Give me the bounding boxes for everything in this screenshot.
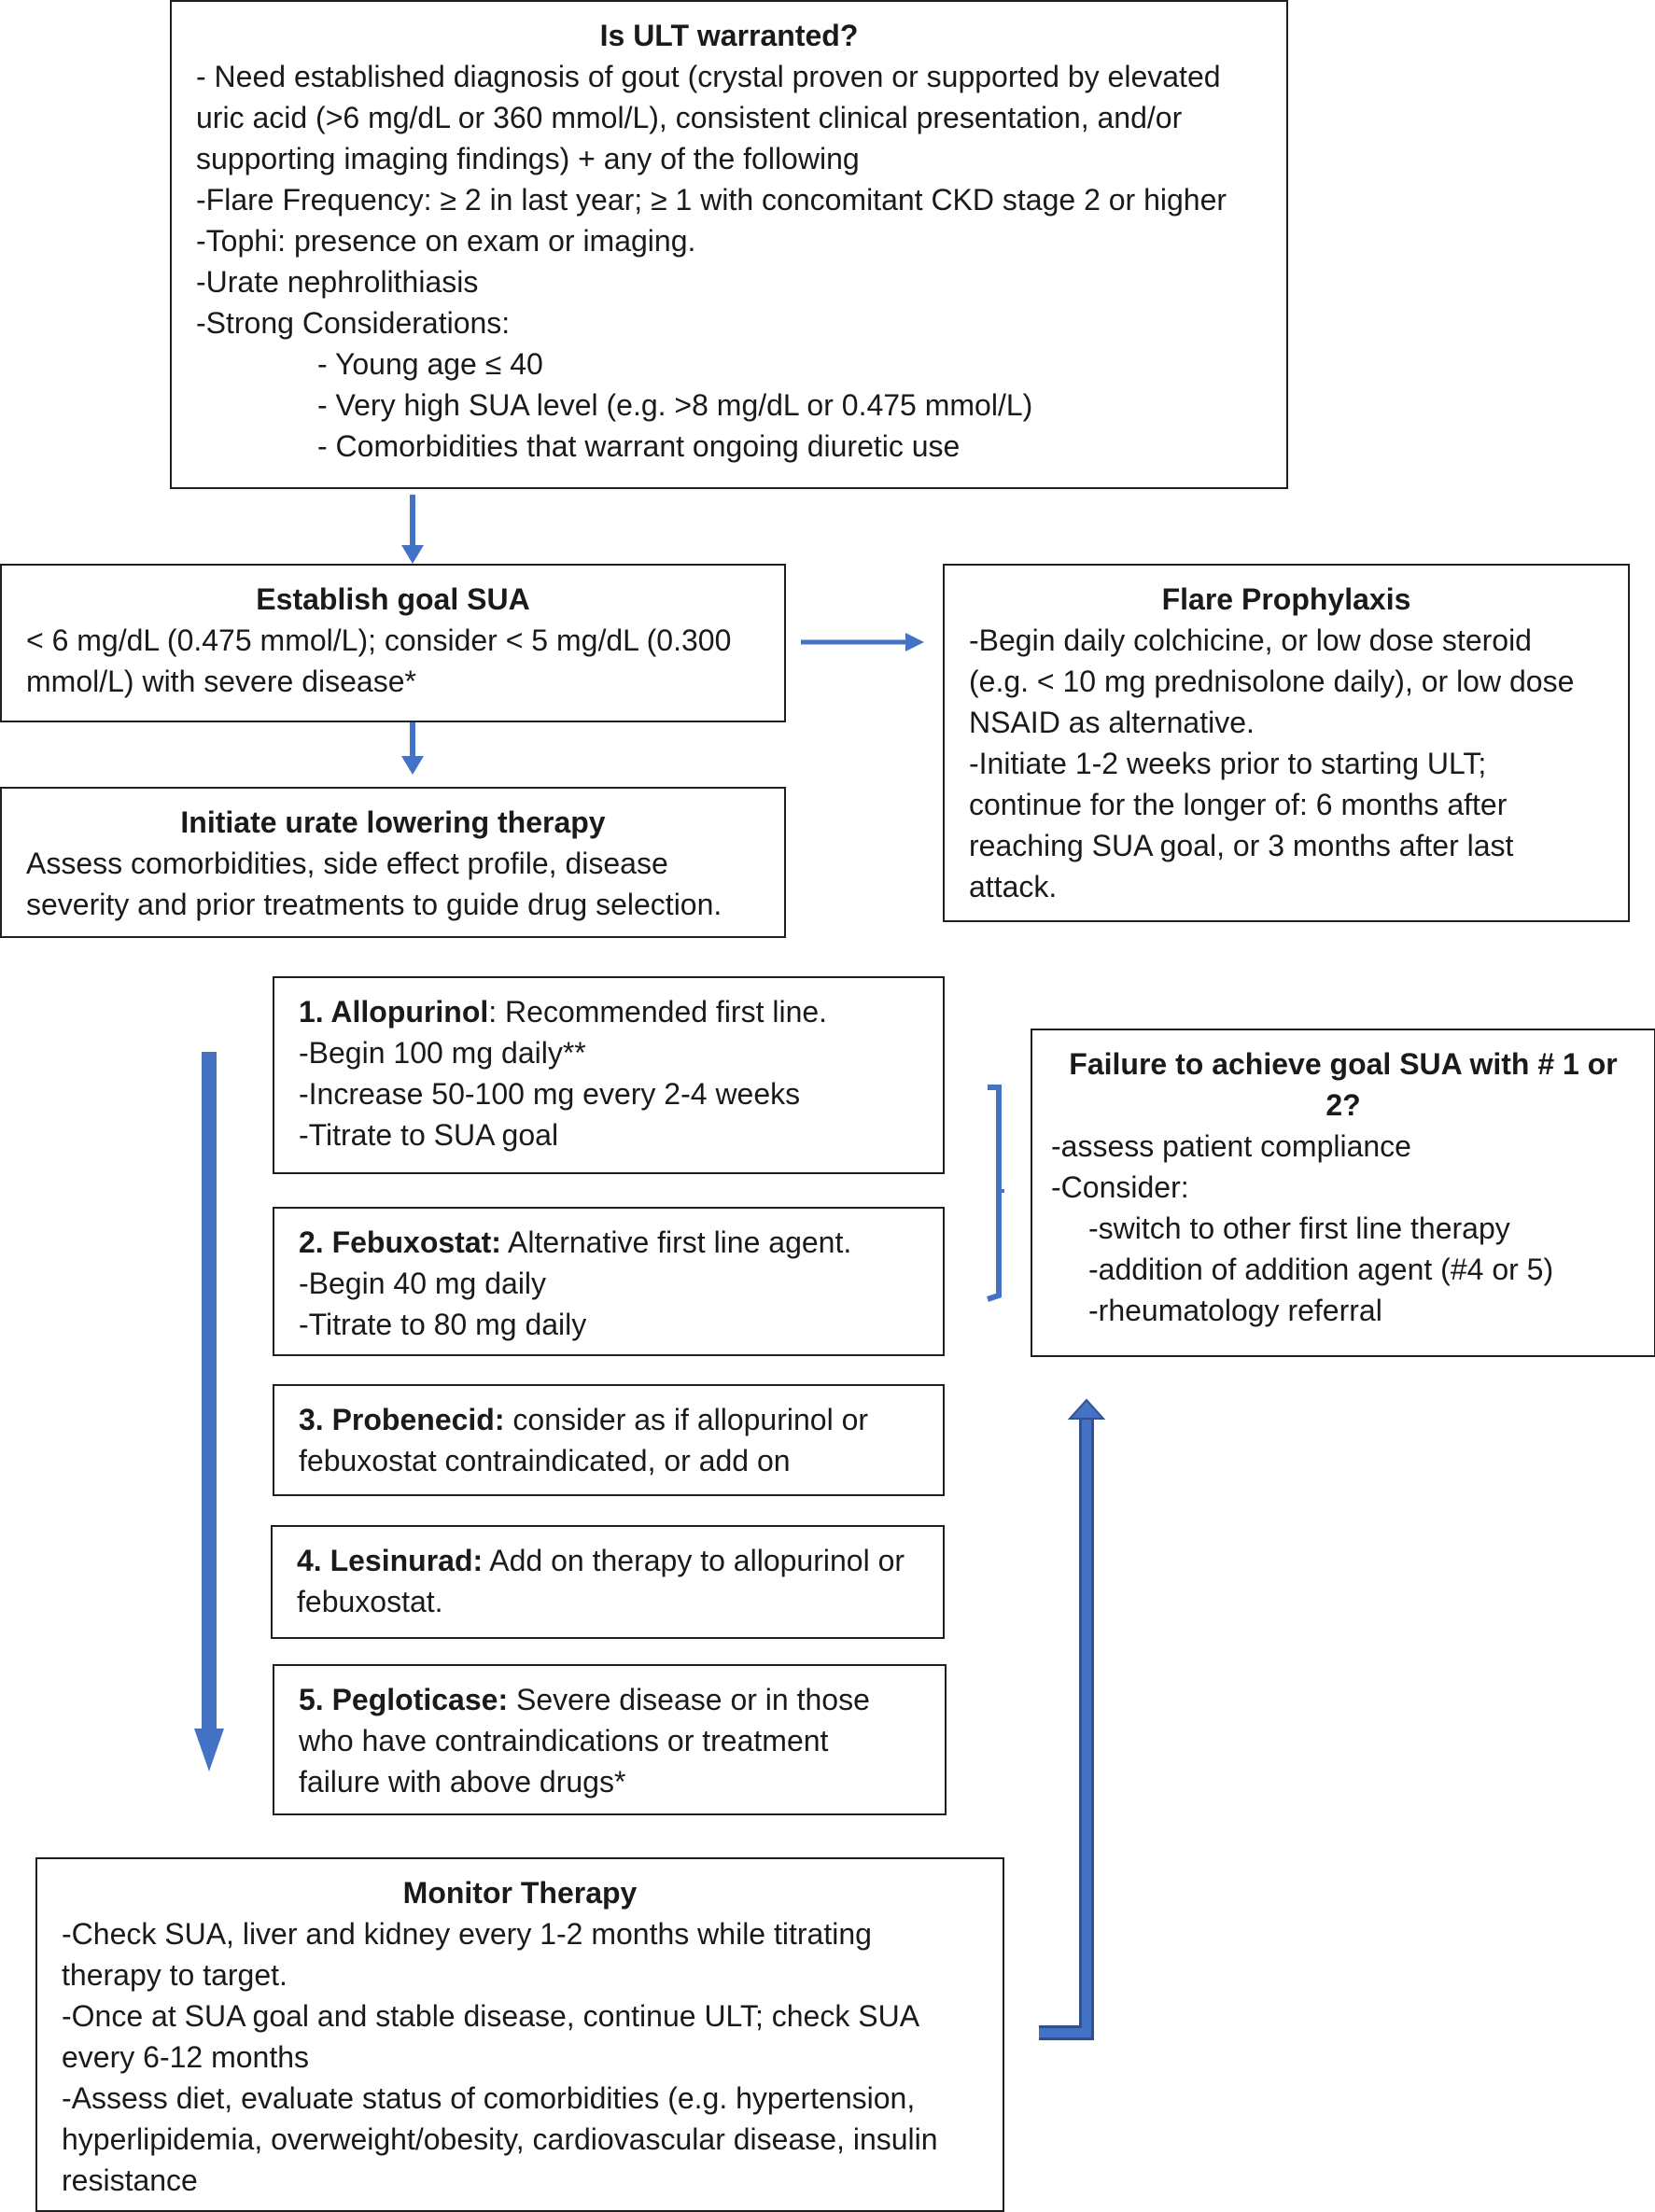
failure-sub-line: -addition of addition agent (#4 or 5)	[1088, 1253, 1554, 1286]
ult-line: -Tophi: presence on exam or imaging.	[196, 224, 696, 258]
drug-line: -Begin 100 mg daily**	[299, 1036, 586, 1070]
monitor-line: every 6-12 months	[62, 2040, 310, 2074]
drug-line: who have contraindications or treatment	[299, 1724, 829, 1757]
goal-line: < 6 mg/dL (0.475 mmol/L); consider < 5 m…	[26, 623, 732, 657]
ult-line: - Need established diagnosis of gout (cr…	[196, 60, 1221, 93]
ult-sub-line: - Young age ≤ 40	[317, 347, 543, 381]
prophylaxis-line: continue for the longer of: 6 months aft…	[969, 788, 1508, 821]
monitor-line: -Check SUA, liver and kidney every 1-2 m…	[62, 1917, 872, 1951]
prophylaxis-line: (e.g. < 10 mg prednisolone daily), or lo…	[969, 665, 1575, 698]
goal-sua-box: Establish goal SUA < 6 mg/dL (0.475 mmol…	[0, 564, 786, 722]
drug-first-line: 2. Febuxostat: Alternative first line ag…	[299, 1222, 919, 1263]
arrow-drug-sequence	[202, 1052, 217, 1731]
initiate-ult-box: Initiate urate lowering therapy Assess c…	[0, 787, 786, 938]
ult-sub-line: - Comorbidities that warrant ongoing diu…	[317, 429, 961, 463]
drug-lesinurad-box: 4. Lesinurad: Add on therapy to allopuri…	[271, 1525, 945, 1639]
drug-description: Severe disease or in those	[508, 1683, 870, 1716]
monitor-line: -Assess diet, evaluate status of comorbi…	[62, 2081, 916, 2115]
prophylaxis-line: reaching SUA goal, or 3 months after las…	[969, 829, 1514, 862]
ult-title: Is ULT warranted?	[599, 19, 859, 52]
monitor-line: therapy to target.	[62, 1958, 288, 1992]
monitor-line: hyperlipidemia, overweight/obesity, card…	[62, 2122, 938, 2156]
arrow-goal-to-initiate-head	[401, 756, 424, 775]
ult-line: supporting imaging findings) + any of th…	[196, 142, 860, 175]
drug-line: febuxostat contraindicated, or add on	[299, 1444, 791, 1477]
goal-line: mmol/L) with severe disease*	[26, 665, 416, 698]
drug-description: Alternative first line agent.	[500, 1225, 852, 1259]
drug-line: -Increase 50-100 mg every 2-4 weeks	[299, 1077, 801, 1111]
flare-prophylaxis-box: Flare Prophylaxis -Begin daily colchicin…	[943, 564, 1630, 922]
ult-line: -Flare Frequency: ≥ 2 in last year; ≥ 1 …	[196, 183, 1227, 217]
arrow-monitor-to-failure	[1039, 1417, 1094, 2040]
ult-line: -Strong Considerations:	[196, 306, 511, 340]
failure-title: Failure to achieve goal SUA with # 1 or …	[1069, 1047, 1618, 1122]
initiate-line: severity and prior treatments to guide d…	[26, 888, 722, 921]
ult-sub-line: - Very high SUA level (e.g. >8 mg/dL or …	[317, 388, 1033, 422]
drug-name: 5. Pegloticase:	[299, 1683, 509, 1716]
goal-title: Establish goal SUA	[256, 582, 530, 616]
bracket-first-line-drugs	[987, 1085, 1002, 1302]
arrow-drug-sequence-head	[194, 1729, 224, 1771]
failure-sub-line: -switch to other first line therapy	[1088, 1211, 1510, 1245]
monitor-therapy-box: Monitor Therapy -Check SUA, liver and ki…	[35, 1857, 1004, 2212]
drug-febuxostat-box: 2. Febuxostat: Alternative first line ag…	[273, 1207, 945, 1356]
drug-line: failure with above drugs*	[299, 1765, 626, 1799]
drug-first-line: 4. Lesinurad: Add on therapy to allopuri…	[297, 1540, 919, 1581]
arrow-monitor-to-failure-head	[1067, 1398, 1106, 1420]
drug-description: consider as if allopurinol or	[504, 1403, 869, 1436]
drug-name: 2. Febuxostat:	[299, 1225, 501, 1259]
drug-line: febuxostat.	[297, 1585, 443, 1618]
drug-allopurinol-box: 1. Allopurinol: Recommended first line. …	[273, 976, 945, 1174]
ult-line: uric acid (>6 mg/dL or 360 mmol/L), cons…	[196, 101, 1183, 134]
drug-first-line: 5. Pegloticase: Severe disease or in tho…	[299, 1679, 920, 1720]
prophylaxis-line: attack.	[969, 870, 1058, 903]
monitor-line: -Once at SUA goal and stable disease, co…	[62, 1999, 920, 2033]
prophylaxis-line: -Begin daily colchicine, or low dose ste…	[969, 623, 1532, 657]
prophylaxis-line: -Initiate 1-2 weeks prior to starting UL…	[969, 747, 1487, 780]
failure-line: -Consider:	[1051, 1170, 1189, 1204]
monitor-title: Monitor Therapy	[402, 1876, 638, 1910]
ult-line: -Urate nephrolithiasis	[196, 265, 479, 299]
drug-first-line: 1. Allopurinol: Recommended first line.	[299, 991, 919, 1032]
drug-name: 3. Probenecid:	[299, 1403, 505, 1436]
ult-decision-box: Is ULT warranted? - Need established dia…	[170, 0, 1288, 489]
drug-line: -Titrate to 80 mg daily	[299, 1308, 587, 1341]
drug-description: Add on therapy to allopurinol or	[483, 1544, 905, 1577]
drug-line: -Begin 40 mg daily	[299, 1267, 547, 1300]
drug-description: : Recommended first line.	[488, 995, 828, 1029]
drug-pegloticase-box: 5. Pegloticase: Severe disease or in tho…	[273, 1664, 947, 1815]
drug-name: 1. Allopurinol	[299, 995, 489, 1029]
prophylaxis-line: NSAID as alternative.	[969, 706, 1255, 739]
arrow-goal-to-prophylaxis-head	[905, 633, 924, 651]
drug-name: 4. Lesinurad:	[297, 1544, 484, 1577]
failure-sub-line: -rheumatology referral	[1088, 1294, 1382, 1327]
drug-probenecid-box: 3. Probenecid: consider as if allopurino…	[273, 1384, 945, 1496]
failure-goal-box: Failure to achieve goal SUA with # 1 or …	[1031, 1029, 1655, 1357]
prophylaxis-title: Flare Prophylaxis	[1161, 582, 1411, 616]
failure-line: -assess patient compliance	[1051, 1129, 1411, 1163]
arrow-ult-to-goal-head	[401, 545, 424, 564]
initiate-title: Initiate urate lowering therapy	[180, 805, 606, 839]
monitor-line: resistance	[62, 2163, 198, 2197]
initiate-line: Assess comorbidities, side effect profil…	[26, 847, 668, 880]
drug-line: -Titrate to SUA goal	[299, 1118, 559, 1152]
drug-first-line: 3. Probenecid: consider as if allopurino…	[299, 1399, 919, 1440]
